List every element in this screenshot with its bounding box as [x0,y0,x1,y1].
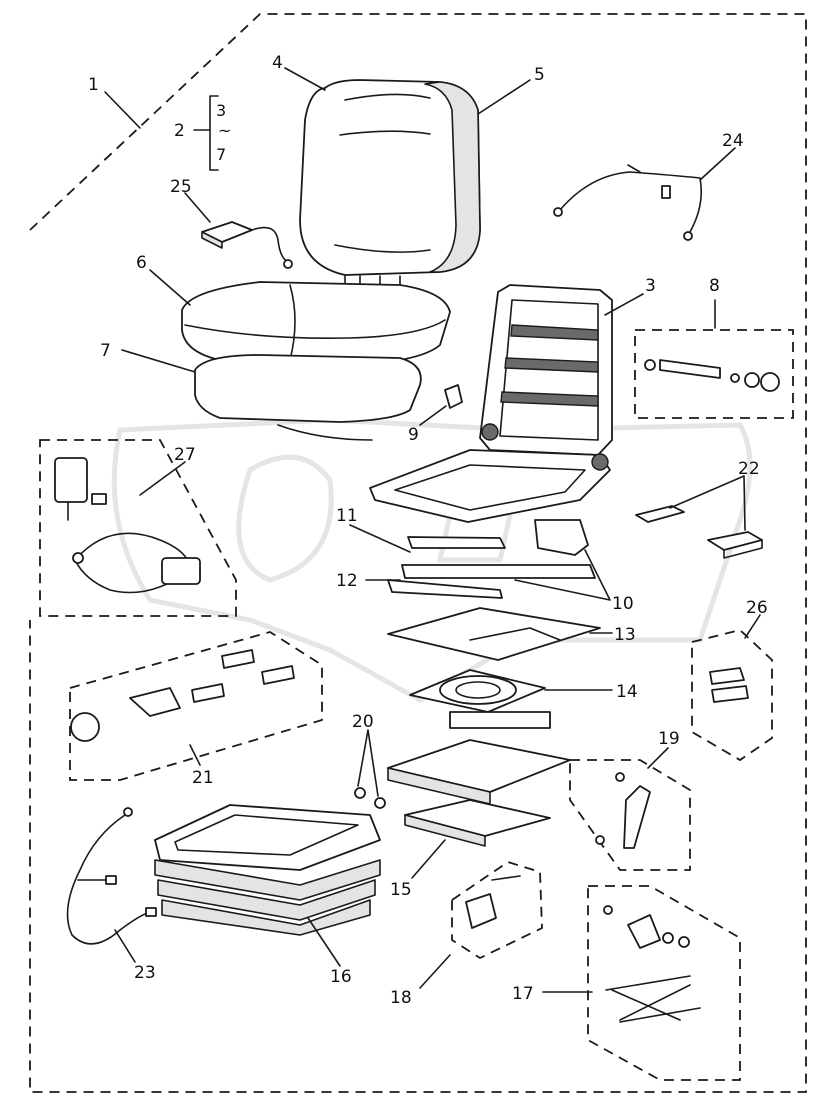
leader-7 [121,349,196,373]
callout-25: 25 [170,177,192,197]
assembly-boundary [29,13,807,1093]
seat-cushion-6 [181,281,451,366]
callout-12: 12 [336,571,358,591]
bracket-22 [635,505,763,559]
callout-20: 20 [352,712,374,732]
callout-22: 22 [738,459,760,479]
slide-rails [387,519,596,599]
seat-back-cushion [299,79,481,297]
callout-labels: 1 2 3 ~ 7 3 4 5 6 7 8 9 10 11 12 13 14 1… [88,53,768,1008]
callout-2-range-sep: ~ [218,121,231,140]
leader-6 [149,269,191,306]
base-plates-15 [387,739,571,847]
callout-10: 10 [612,594,634,614]
callout-21: 21 [192,768,214,788]
callout-4: 4 [272,53,283,73]
callout-5: 5 [534,65,545,85]
callout-19: 19 [658,729,680,749]
lumbar-kit-21 [69,631,323,781]
actuator-kit-18 [451,861,543,960]
bracket-2 [209,95,219,171]
callout-1: 1 [88,75,99,95]
callout-7: 7 [100,341,111,361]
leader-26 [744,614,761,639]
shock-kit-19 [569,759,691,871]
leader-4 [284,67,326,91]
callout-27: 27 [174,445,196,465]
callout-18: 18 [390,988,412,1008]
leader-24 [699,147,736,181]
callout-6: 6 [136,253,147,273]
slide-plate-13 [387,607,601,661]
leader-18 [419,954,451,989]
swivel-plate-14 [409,669,551,729]
hardware-kit-8 [634,329,794,419]
leader-27 [139,461,186,496]
wiring-harness-24 [553,164,703,241]
bracket-kit-26 [691,629,773,762]
callout-2-range-start: 3 [216,101,226,120]
leader-20 [357,729,379,797]
callout-15: 15 [390,880,412,900]
callout-17: 17 [512,984,534,1004]
leader-22 [669,475,746,531]
callout-11: 11 [336,506,358,526]
leader-25 [184,192,211,223]
leader-1 [104,91,141,129]
callout-13: 13 [614,625,636,645]
callout-9: 9 [408,425,419,445]
cushion-base-7 [194,354,422,441]
cable-23 [66,807,157,945]
callout-16: 16 [330,967,352,987]
leader-3 [604,293,644,316]
leader-21 [189,744,201,766]
callout-26: 26 [746,598,768,618]
leader-15 [411,839,446,879]
leader-16 [307,917,341,967]
watermark-logo [111,417,753,703]
backrest-frame-3 [479,284,613,456]
linkage-kit-17 [587,885,741,1081]
leader-10 [514,549,611,601]
knob-9 [444,384,463,409]
callout-23: 23 [134,963,156,983]
callout-3: 3 [645,276,656,296]
callout-2-range-end: 7 [216,145,226,164]
leader-5 [477,79,531,115]
leader-9 [419,405,447,426]
callout-14: 14 [616,682,638,702]
switch-25 [201,221,293,269]
leader-11 [349,524,411,553]
callout-8: 8 [709,276,720,296]
fasteners-20 [354,787,386,809]
leader-23 [114,929,136,963]
leader-19 [647,747,669,769]
callout-2: 2 [174,121,185,141]
seat-pan-frame [369,449,611,523]
callout-24: 24 [722,131,744,151]
seat-belt-27 [39,439,237,617]
suspension-16 [154,804,381,936]
